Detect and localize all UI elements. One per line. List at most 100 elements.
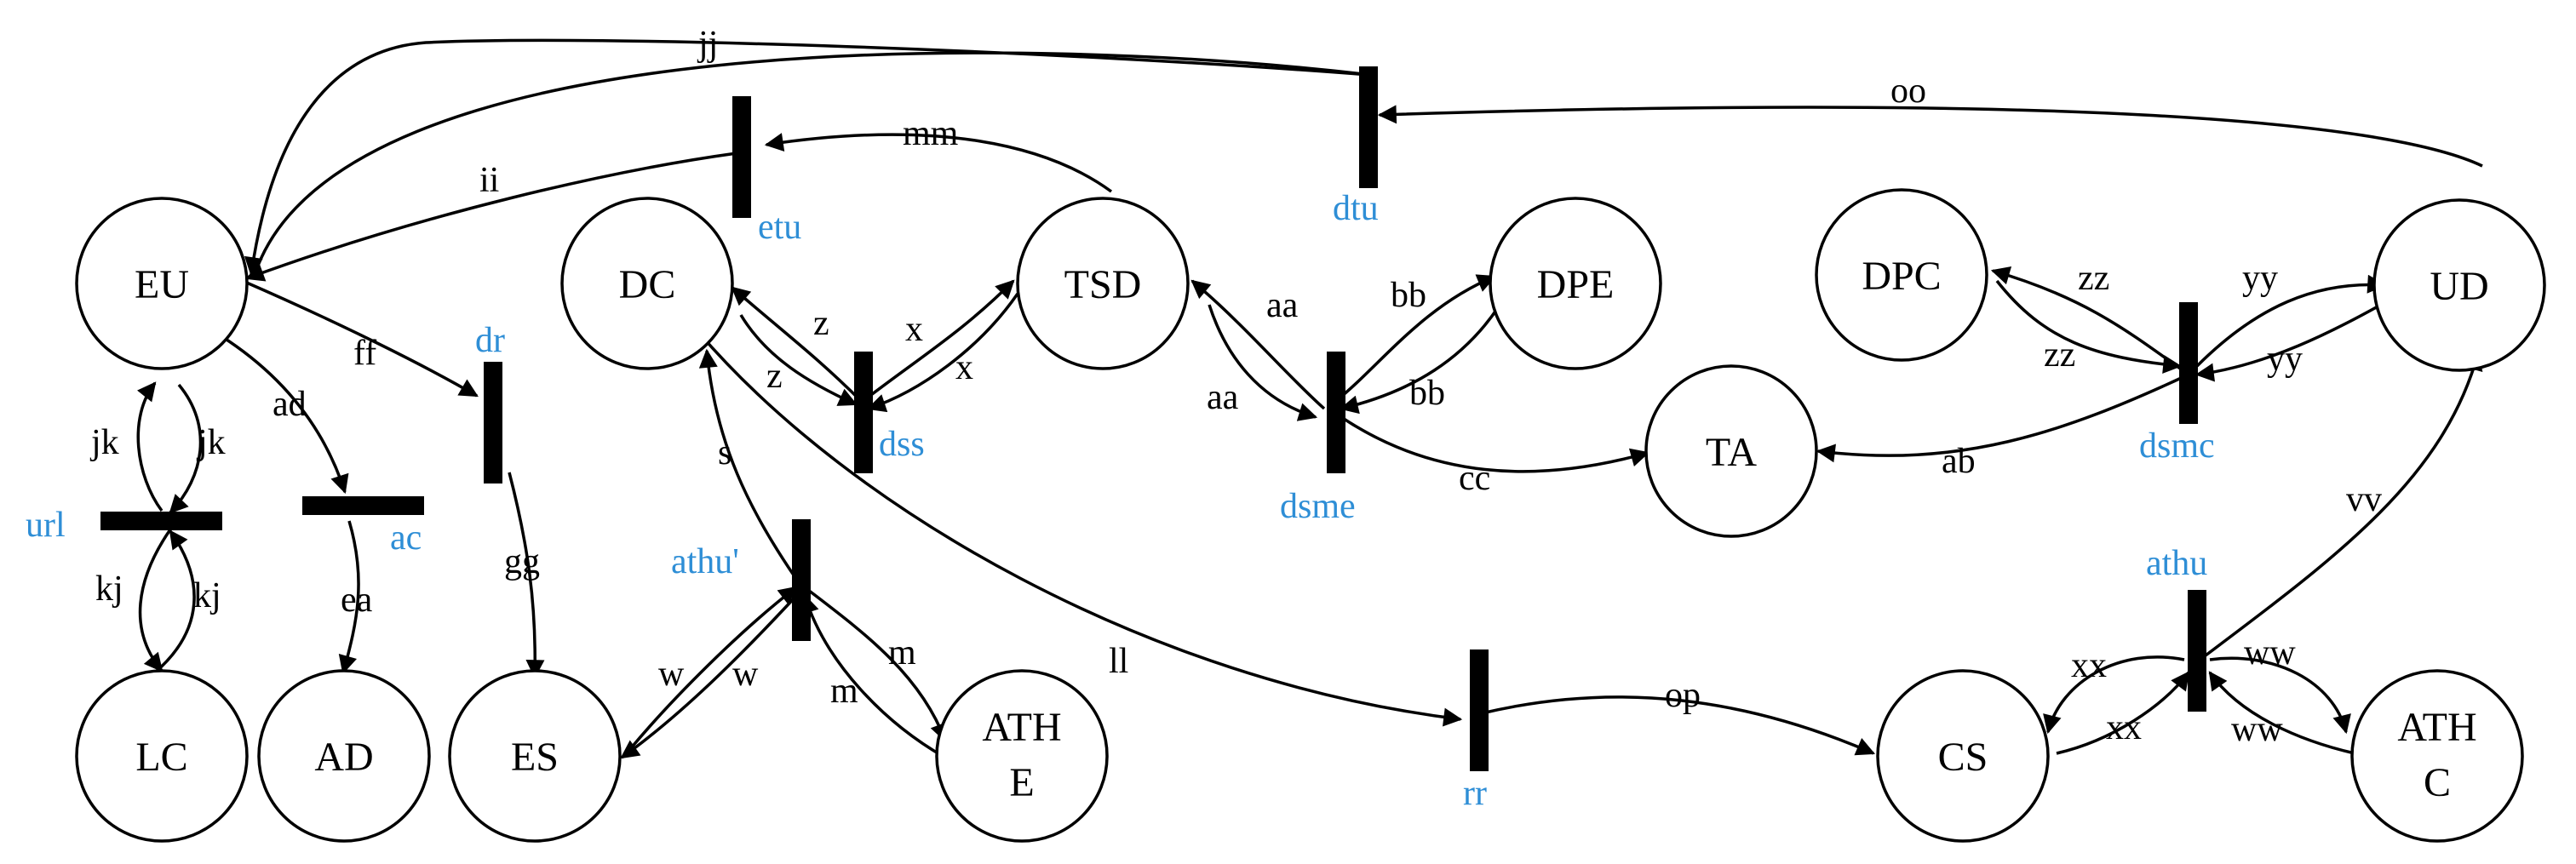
place-EU: EU bbox=[75, 197, 249, 370]
arc-label-zz1: zz bbox=[2078, 259, 2109, 298]
arc-label-bb2: bb bbox=[1409, 374, 1445, 413]
place-DC: DC bbox=[560, 197, 734, 370]
transition-bar-dss bbox=[854, 352, 873, 473]
arc-xx-lower bbox=[2056, 671, 2190, 755]
place-ES-label: ES bbox=[511, 735, 559, 780]
edges bbox=[136, 38, 2483, 759]
transition-labels: url ac dr etu dss athu' dtu dsme dsmc rr… bbox=[26, 189, 2215, 813]
arc-label-xx1: xx bbox=[2071, 646, 2107, 685]
place-ATHE-label-line2: E bbox=[1009, 760, 1034, 805]
place-CS: CS bbox=[1876, 669, 2050, 843]
transition-bar-dsmc bbox=[2179, 302, 2198, 424]
place-EU-label: EU bbox=[135, 262, 189, 307]
arc-m-lower bbox=[800, 593, 946, 759]
arc-labels: jj ii mm oo ff ad jk jk kj kj ea gg z z … bbox=[89, 25, 2382, 749]
place-ATHC-label-line1: ATH bbox=[2397, 705, 2476, 750]
transition-label-dtu: dtu bbox=[1333, 189, 1379, 228]
arc-label-ii: ii bbox=[479, 161, 499, 200]
transition-label-url: url bbox=[26, 506, 66, 545]
arc-label-m2: m bbox=[830, 672, 858, 711]
arc-label-z2: z bbox=[766, 357, 783, 396]
arc-label-cc: cc bbox=[1459, 459, 1490, 498]
arc-label-x2: x bbox=[955, 348, 973, 387]
arc-label-aa2: aa bbox=[1207, 378, 1239, 417]
arc-jk-left bbox=[136, 381, 164, 512]
place-LC-label: LC bbox=[135, 735, 187, 780]
arc-label-w2: w bbox=[732, 655, 759, 694]
transition-label-ac: ac bbox=[390, 518, 422, 558]
arc-ll bbox=[697, 330, 1463, 727]
arc-m-upper bbox=[803, 586, 949, 743]
arc-z-lower bbox=[739, 314, 858, 406]
transition-label-dss: dss bbox=[879, 425, 925, 464]
arc-x-lower bbox=[866, 293, 1019, 413]
arc-label-m1: m bbox=[888, 633, 916, 672]
arc-ii bbox=[244, 152, 737, 282]
place-UD: UD bbox=[2372, 198, 2546, 372]
arc-op bbox=[1481, 695, 1876, 756]
arc-yy-lower bbox=[2194, 296, 2394, 382]
arc-kj-right bbox=[153, 529, 196, 674]
places: EU LC AD ES DC TSD DPE TA bbox=[75, 188, 2546, 843]
arc-kj-left bbox=[138, 529, 172, 672]
arc-label-aa1: aa bbox=[1266, 286, 1299, 325]
place-UD-label: UD bbox=[2430, 264, 2488, 309]
arc-label-w1: w bbox=[658, 655, 685, 694]
arc-bb-upper bbox=[1335, 274, 1497, 402]
place-ATHE: ATH E bbox=[935, 669, 1109, 843]
arc-aa-upper bbox=[1190, 279, 1326, 410]
place-DPE: DPE bbox=[1489, 197, 1662, 370]
arc-label-x1: x bbox=[905, 310, 923, 349]
place-AD: AD bbox=[257, 669, 431, 843]
transition-label-athu: athu bbox=[2146, 544, 2207, 583]
arc-mm bbox=[764, 133, 1113, 193]
transition-bar-dtu bbox=[1359, 66, 1378, 188]
transition-bar-url bbox=[100, 512, 222, 530]
arc-label-jk1: jk bbox=[89, 423, 119, 462]
transition-label-dr: dr bbox=[475, 321, 505, 360]
place-ATHC: ATH C bbox=[2350, 669, 2524, 843]
arc-label-oo: oo bbox=[1890, 72, 1926, 111]
transition-label-rr: rr bbox=[1463, 774, 1487, 813]
transitions bbox=[100, 66, 2206, 771]
arc-label-gg: gg bbox=[504, 542, 540, 581]
arc-w-lower bbox=[620, 594, 798, 759]
place-ATHC-label-line2: C bbox=[2424, 760, 2451, 805]
arc-cc bbox=[1340, 415, 1650, 473]
arc-label-yy2: yy bbox=[2267, 340, 2303, 379]
place-CS-label: CS bbox=[1938, 735, 1988, 780]
transition-bar-rr bbox=[1470, 649, 1489, 771]
arc-jj-loop bbox=[254, 51, 1372, 273]
transition-bar-ac bbox=[302, 496, 424, 515]
arc-aa-lower bbox=[1208, 304, 1318, 421]
arc-label-z1: z bbox=[813, 304, 829, 343]
arc-xx-upper bbox=[2043, 655, 2185, 735]
arc-label-zz2: zz bbox=[2044, 335, 2075, 375]
arc-ad bbox=[221, 335, 349, 495]
arc-ab bbox=[1816, 373, 2189, 463]
arc-label-op: op bbox=[1665, 676, 1701, 715]
transition-bar-athu bbox=[2188, 590, 2206, 712]
place-LC: LC bbox=[75, 669, 249, 843]
arc-s bbox=[698, 348, 798, 580]
arc-label-ww1: ww bbox=[2244, 633, 2296, 672]
place-ES: ES bbox=[448, 669, 622, 843]
arc-label-ll: ll bbox=[1109, 642, 1128, 681]
place-AD-label: AD bbox=[314, 735, 373, 780]
transition-label-dsmc: dsmc bbox=[2139, 426, 2215, 466]
arc-label-jk2: jk bbox=[196, 423, 226, 462]
arc-label-ab: ab bbox=[1942, 442, 1976, 481]
transition-bar-dsme bbox=[1327, 352, 1345, 473]
place-DPE-label: DPE bbox=[1537, 262, 1615, 307]
place-DC-label: DC bbox=[619, 262, 676, 307]
arc-label-mm: mm bbox=[903, 114, 959, 153]
arc-bb-lower bbox=[1339, 306, 1500, 415]
transition-label-dsme: dsme bbox=[1280, 487, 1356, 526]
arc-label-yy1: yy bbox=[2242, 259, 2278, 298]
arc-ff bbox=[242, 279, 479, 398]
arc-w-upper bbox=[628, 586, 798, 751]
arc-label-vv: vv bbox=[2346, 480, 2382, 519]
arc-label-ea: ea bbox=[341, 581, 373, 620]
arc-vv bbox=[2204, 351, 2483, 657]
